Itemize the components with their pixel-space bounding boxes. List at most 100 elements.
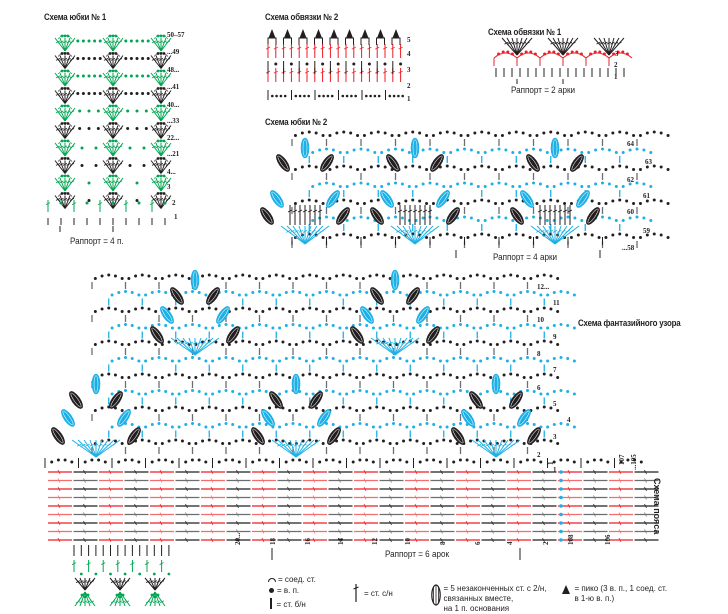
chain-stitch xyxy=(559,538,563,542)
chain-stitch xyxy=(445,359,449,363)
chain-stitch xyxy=(318,356,322,360)
chain-stitch xyxy=(529,342,533,346)
chain-stitch xyxy=(214,439,218,443)
chain-stitch xyxy=(335,307,339,311)
chain-loop xyxy=(267,37,277,45)
chain-stitch xyxy=(611,131,615,135)
cluster-stitch-detail xyxy=(521,191,533,207)
chain-stitch xyxy=(529,309,533,313)
chain-stitch xyxy=(356,133,360,137)
chain-stitch xyxy=(110,293,114,297)
chain-stitch xyxy=(525,148,529,152)
cluster-stitch-detail xyxy=(302,139,308,157)
double-crochet-bar xyxy=(117,180,123,184)
chain-stitch xyxy=(549,307,553,311)
belt-stitch-mark xyxy=(491,495,494,500)
chain-stitch xyxy=(124,57,128,60)
double-crochet xyxy=(54,177,66,192)
chain-stitch xyxy=(94,146,98,150)
belt-stitch-mark xyxy=(83,495,86,500)
chain-stitch xyxy=(251,356,255,360)
cluster-stitch xyxy=(336,207,350,225)
belt-stitch-mark xyxy=(261,469,265,475)
chain-stitch xyxy=(251,460,255,464)
double-crochet xyxy=(176,337,196,356)
chain-stitch xyxy=(194,441,198,445)
chain-stitch xyxy=(366,182,370,186)
double-crochet-bar xyxy=(205,341,210,345)
double-crochet xyxy=(59,107,66,122)
chain-stitch xyxy=(268,439,272,443)
chain-stitch xyxy=(572,293,576,297)
chain-stitch xyxy=(649,184,653,188)
chain-stitch xyxy=(445,164,449,168)
double-crochet xyxy=(304,225,318,245)
chain-stitch xyxy=(244,293,248,297)
cluster-stitch xyxy=(326,190,340,208)
chain-stitch xyxy=(157,458,161,462)
chain-stitch xyxy=(499,323,503,327)
belt-stitch-mark xyxy=(261,529,265,534)
chain-stitch xyxy=(154,276,158,280)
cluster-stitch xyxy=(510,207,524,225)
chain-stitch xyxy=(532,458,536,462)
chain-stitch xyxy=(376,198,380,202)
chain-stitch xyxy=(556,441,560,445)
chain-stitch xyxy=(489,375,493,379)
belt-stitch-mark xyxy=(312,495,316,500)
chain-stitch xyxy=(365,422,369,426)
chain-stitch xyxy=(618,130,622,134)
chain-stitch xyxy=(187,375,191,379)
double-crochet-bar xyxy=(429,230,434,233)
chain-stitch xyxy=(489,309,493,313)
chain-stitch xyxy=(241,273,245,277)
chain-stitch xyxy=(559,487,563,491)
chain-stitch xyxy=(167,274,171,278)
chain-stitch xyxy=(217,389,221,393)
chain-stitch xyxy=(247,307,251,311)
row-label: 4... xyxy=(167,168,176,176)
chain-stitch xyxy=(542,199,546,203)
belt-stitch-mark xyxy=(312,503,316,509)
chain-stitch xyxy=(514,164,518,168)
chain-stitch xyxy=(291,356,295,359)
chain-stitch xyxy=(607,216,611,220)
chain-stitch xyxy=(174,372,178,376)
double-crochet xyxy=(160,90,172,104)
belt-stitch-mark xyxy=(83,520,86,526)
cluster-stitch-detail xyxy=(577,191,589,207)
double-crochet xyxy=(155,195,162,209)
chain-stitch xyxy=(408,405,412,409)
chain-stitch xyxy=(237,359,241,363)
chain-stitch xyxy=(135,127,139,130)
row-label: 1 xyxy=(614,73,618,81)
chain-stitch xyxy=(459,133,463,137)
chain-stitch xyxy=(563,133,567,137)
chain-stitch xyxy=(308,372,312,376)
chain-stitch xyxy=(152,572,156,576)
chain-stitch xyxy=(358,458,362,462)
chain-stitch xyxy=(227,441,231,445)
chain-stitch xyxy=(556,199,560,203)
chain-stitch xyxy=(532,290,536,294)
chain-stitch xyxy=(113,307,117,311)
chain-stitch xyxy=(348,274,352,278)
chain-stitch xyxy=(369,94,372,98)
chain-stitch xyxy=(405,392,409,396)
double-crochet-bar xyxy=(402,209,408,213)
double-crochet xyxy=(112,160,124,174)
chain-stitch xyxy=(93,276,97,280)
chain-stitch xyxy=(448,406,452,410)
double-crochet-bar xyxy=(165,93,171,96)
chain-stitch xyxy=(483,218,487,222)
chain-stitch xyxy=(100,406,104,410)
chain-stitch xyxy=(635,181,639,185)
chain-stitch xyxy=(482,373,486,377)
chain-stitch xyxy=(543,52,547,56)
chain-stitch xyxy=(338,150,342,154)
double-crochet-bar xyxy=(400,230,405,233)
double-crochet xyxy=(477,439,497,458)
chain-stitch xyxy=(604,167,608,171)
chain-stitch xyxy=(264,458,268,462)
belt-stitch-mark xyxy=(593,537,596,543)
